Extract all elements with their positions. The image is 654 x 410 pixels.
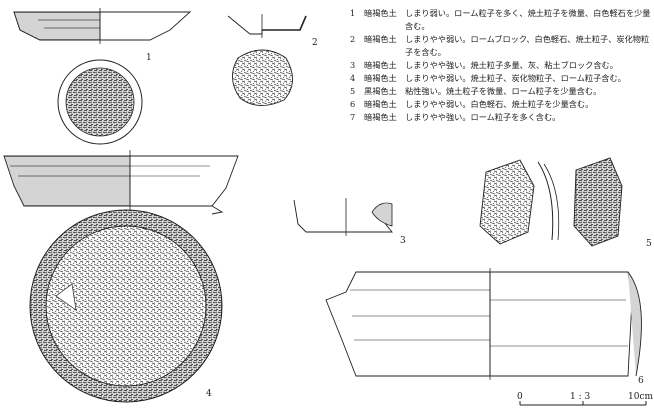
legend-row: 4 暗褐色土 しまりやや弱い。焼土粒子、炭化物粒子、ローム粒子含む。 (350, 72, 654, 85)
legend-desc: しまりやや弱い。白色軽石、焼土粒子を少量含む。 (405, 99, 594, 109)
artifact-2-profile (227, 14, 307, 38)
scale-bar (519, 401, 647, 406)
legend-desc: 粘性強い。焼土粒子を微量、ローム粒子を少量含む。 (405, 86, 602, 96)
legend-no: 6 (350, 99, 356, 109)
artifact-1-plan (57, 59, 143, 145)
legend-row: 3 暗褐色土 しまりやや強い。焼土粒子多量、灰、粘土ブロック含む。 (350, 59, 654, 72)
artifact-5-sherds (479, 157, 623, 247)
legend-desc: しまりやや強い。焼土粒子多量、灰、粘土ブロック含む。 (405, 60, 618, 70)
figure-number-6: 6 (638, 376, 644, 386)
legend-no: 1 (350, 8, 356, 18)
legend-soil: 暗褐色土 (364, 112, 397, 122)
artifact-2-plan (232, 49, 293, 106)
legend-no: 2 (350, 34, 356, 44)
legend-header (350, 0, 654, 7)
artifact-6-profile (325, 268, 642, 380)
legend-no: 4 (350, 73, 356, 83)
figure-number-5: 5 (646, 239, 652, 249)
scale-zero: 0 (517, 392, 523, 402)
soil-legend: 1 暗褐色土 しまり弱い。ローム粒子を多く、焼土粒子を微量、白色軽石を少量含む。… (350, 0, 654, 124)
legend-desc: しまりやや弱い。ロームブロック、白色軽石、焼土粒子、炭化物粒子を含む。 (405, 34, 650, 57)
legend-no: 3 (350, 60, 356, 70)
legend-soil: 暗褐色土 (364, 99, 397, 109)
figure-number-1: 1 (146, 53, 152, 63)
artifact-1-profile (13, 8, 192, 44)
legend-soil: 黒褐色土 (364, 86, 397, 96)
legend-no: 5 (350, 86, 356, 96)
legend-no: 7 (350, 112, 356, 122)
legend-soil: 暗褐色土 (364, 60, 397, 70)
artifact-4-profile (3, 150, 239, 215)
legend-row: 7 暗褐色土 しまりやや強い。ローム粒子を多く含む。 (350, 111, 654, 124)
artifact-3-profile (293, 198, 393, 236)
legend-soil: 暗褐色土 (364, 73, 397, 83)
artifact-4-plan (29, 209, 223, 403)
legend-soil: 暗褐色土 (364, 34, 397, 44)
scale-end: 10cm (628, 392, 653, 402)
figure-number-3: 3 (400, 236, 406, 246)
legend-desc: しまりやや弱い。焼土粒子、炭化物粒子、ローム粒子含む。 (405, 73, 626, 83)
legend-desc: しまりやや強い。ローム粒子を多く含む。 (405, 112, 561, 122)
legend-row: 1 暗褐色土 しまり弱い。ローム粒子を多く、焼土粒子を微量、白色軽石を少量含む。 (350, 7, 654, 33)
legend-soil: 暗褐色土 (364, 8, 397, 18)
figure-number-4: 4 (206, 389, 212, 399)
legend-row: 2 暗褐色土 しまりやや弱い。ロームブロック、白色軽石、焼土粒子、炭化物粒子を含… (350, 33, 654, 59)
figure-number-2: 2 (312, 38, 318, 48)
legend-desc: しまり弱い。ローム粒子を多く、焼土粒子を微量、白色軽石を少量含む。 (405, 8, 651, 31)
legend-row: 6 暗褐色土 しまりやや弱い。白色軽石、焼土粒子を少量含む。 (350, 98, 654, 111)
scale-ratio: 1 : 3 (570, 392, 590, 402)
legend-row: 5 黒褐色土 粘性強い。焼土粒子を微量、ローム粒子を少量含む。 (350, 85, 654, 98)
